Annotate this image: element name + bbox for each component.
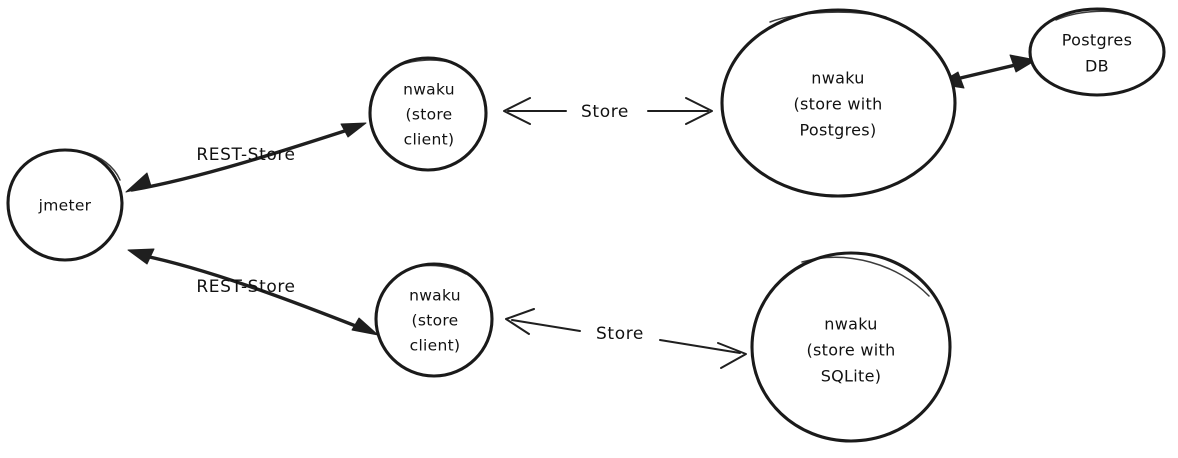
node-store-client-bottom-label-line-2: (store	[411, 312, 458, 330]
edge-rest-store-top-arrowhead-start	[125, 172, 152, 193]
edge-store-top-arrowhead-start	[503, 97, 531, 125]
node-jmeter-label-line-1: jmeter	[38, 197, 92, 215]
node-nwaku-postgres-label-line-3: Postgres)	[800, 121, 877, 140]
node-store-client-bottom-sketch-overstroke	[411, 264, 467, 275]
node-nwaku-sqlite-label-line-1: nwaku	[824, 315, 877, 334]
node-store-client-bottom-label-line-3: client)	[410, 337, 461, 355]
edge-label-store-bottom: Store	[596, 324, 644, 344]
node-postgres-db-ellipse	[1028, 7, 1166, 97]
node-postgres-db-sketch-overstroke	[1055, 10, 1127, 21]
node-nwaku-postgres-ellipse	[720, 8, 957, 198]
node-nwaku-sqlite-label-line-2: (store with	[806, 341, 895, 360]
node-store-client-top-sketch-overstroke	[397, 59, 457, 67]
edge-rest-store-top: REST-Store	[125, 122, 367, 193]
node-jmeter-sketch-overstroke	[83, 151, 121, 181]
node-jmeter[interactable]: jmeter	[6, 148, 124, 262]
edge-store-bottom-line-right	[659, 339, 741, 354]
edge-rest-store-top-arrowhead-end	[340, 122, 367, 138]
edge-rest-store-bottom-line	[138, 253, 368, 332]
node-store-client-bottom-circle	[374, 262, 494, 378]
edge-label-store-top: Store	[581, 102, 629, 122]
edge-label-rest-store-top: REST-Store	[196, 145, 295, 165]
edge-rest-store-bottom: REST-Store	[127, 248, 379, 336]
edge-postgres-db-line	[950, 61, 1026, 82]
node-nwaku-postgres-label-line-1: nwaku	[811, 69, 864, 88]
node-nwaku-sqlite-sketch-overstroke	[801, 256, 930, 297]
node-jmeter-circle	[6, 148, 124, 262]
node-nwaku-sqlite[interactable]: nwaku (store with SQLite)	[750, 251, 952, 443]
node-nwaku-postgres-sketch-overstroke	[769, 11, 887, 23]
edge-label-rest-store-bottom: REST-Store	[196, 277, 295, 297]
edge-store-bottom-line-left	[511, 319, 581, 332]
node-postgres-db-label-line-1: Postgres	[1062, 31, 1132, 50]
edge-store-top: Store	[503, 97, 713, 125]
node-store-client-top-label-line-3: client)	[404, 131, 455, 149]
edge-store-top-arrowhead-end	[685, 97, 713, 125]
edge-store-bottom: Store	[505, 308, 747, 369]
node-nwaku-sqlite-circle	[750, 251, 952, 443]
edge-rest-store-bottom-arrowhead-start	[127, 248, 155, 265]
node-store-client-top[interactable]: nwaku (store client)	[368, 56, 488, 172]
node-nwaku-sqlite-label-line-3: SQLite)	[821, 367, 882, 386]
edge-store-bottom-arrowhead-end	[717, 342, 747, 369]
node-nwaku-postgres-label-line-2: (store with	[793, 95, 882, 114]
node-store-client-top-label-line-1: nwaku	[403, 81, 455, 99]
edge-store-bottom-arrowhead-start	[505, 308, 535, 335]
node-postgres-db-label-line-2: DB	[1085, 57, 1109, 76]
node-store-client-bottom-label-line-1: nwaku	[409, 287, 461, 305]
node-store-client-top-label-line-2: (store	[405, 106, 452, 124]
edge-rest-store-top-line	[130, 124, 362, 192]
node-postgres-db[interactable]: Postgres DB	[1028, 7, 1166, 97]
edge-rest-store-bottom-arrowhead-end	[351, 317, 379, 336]
node-nwaku-postgres[interactable]: nwaku (store with Postgres)	[720, 8, 957, 198]
node-store-client-bottom[interactable]: nwaku (store client)	[374, 262, 494, 378]
